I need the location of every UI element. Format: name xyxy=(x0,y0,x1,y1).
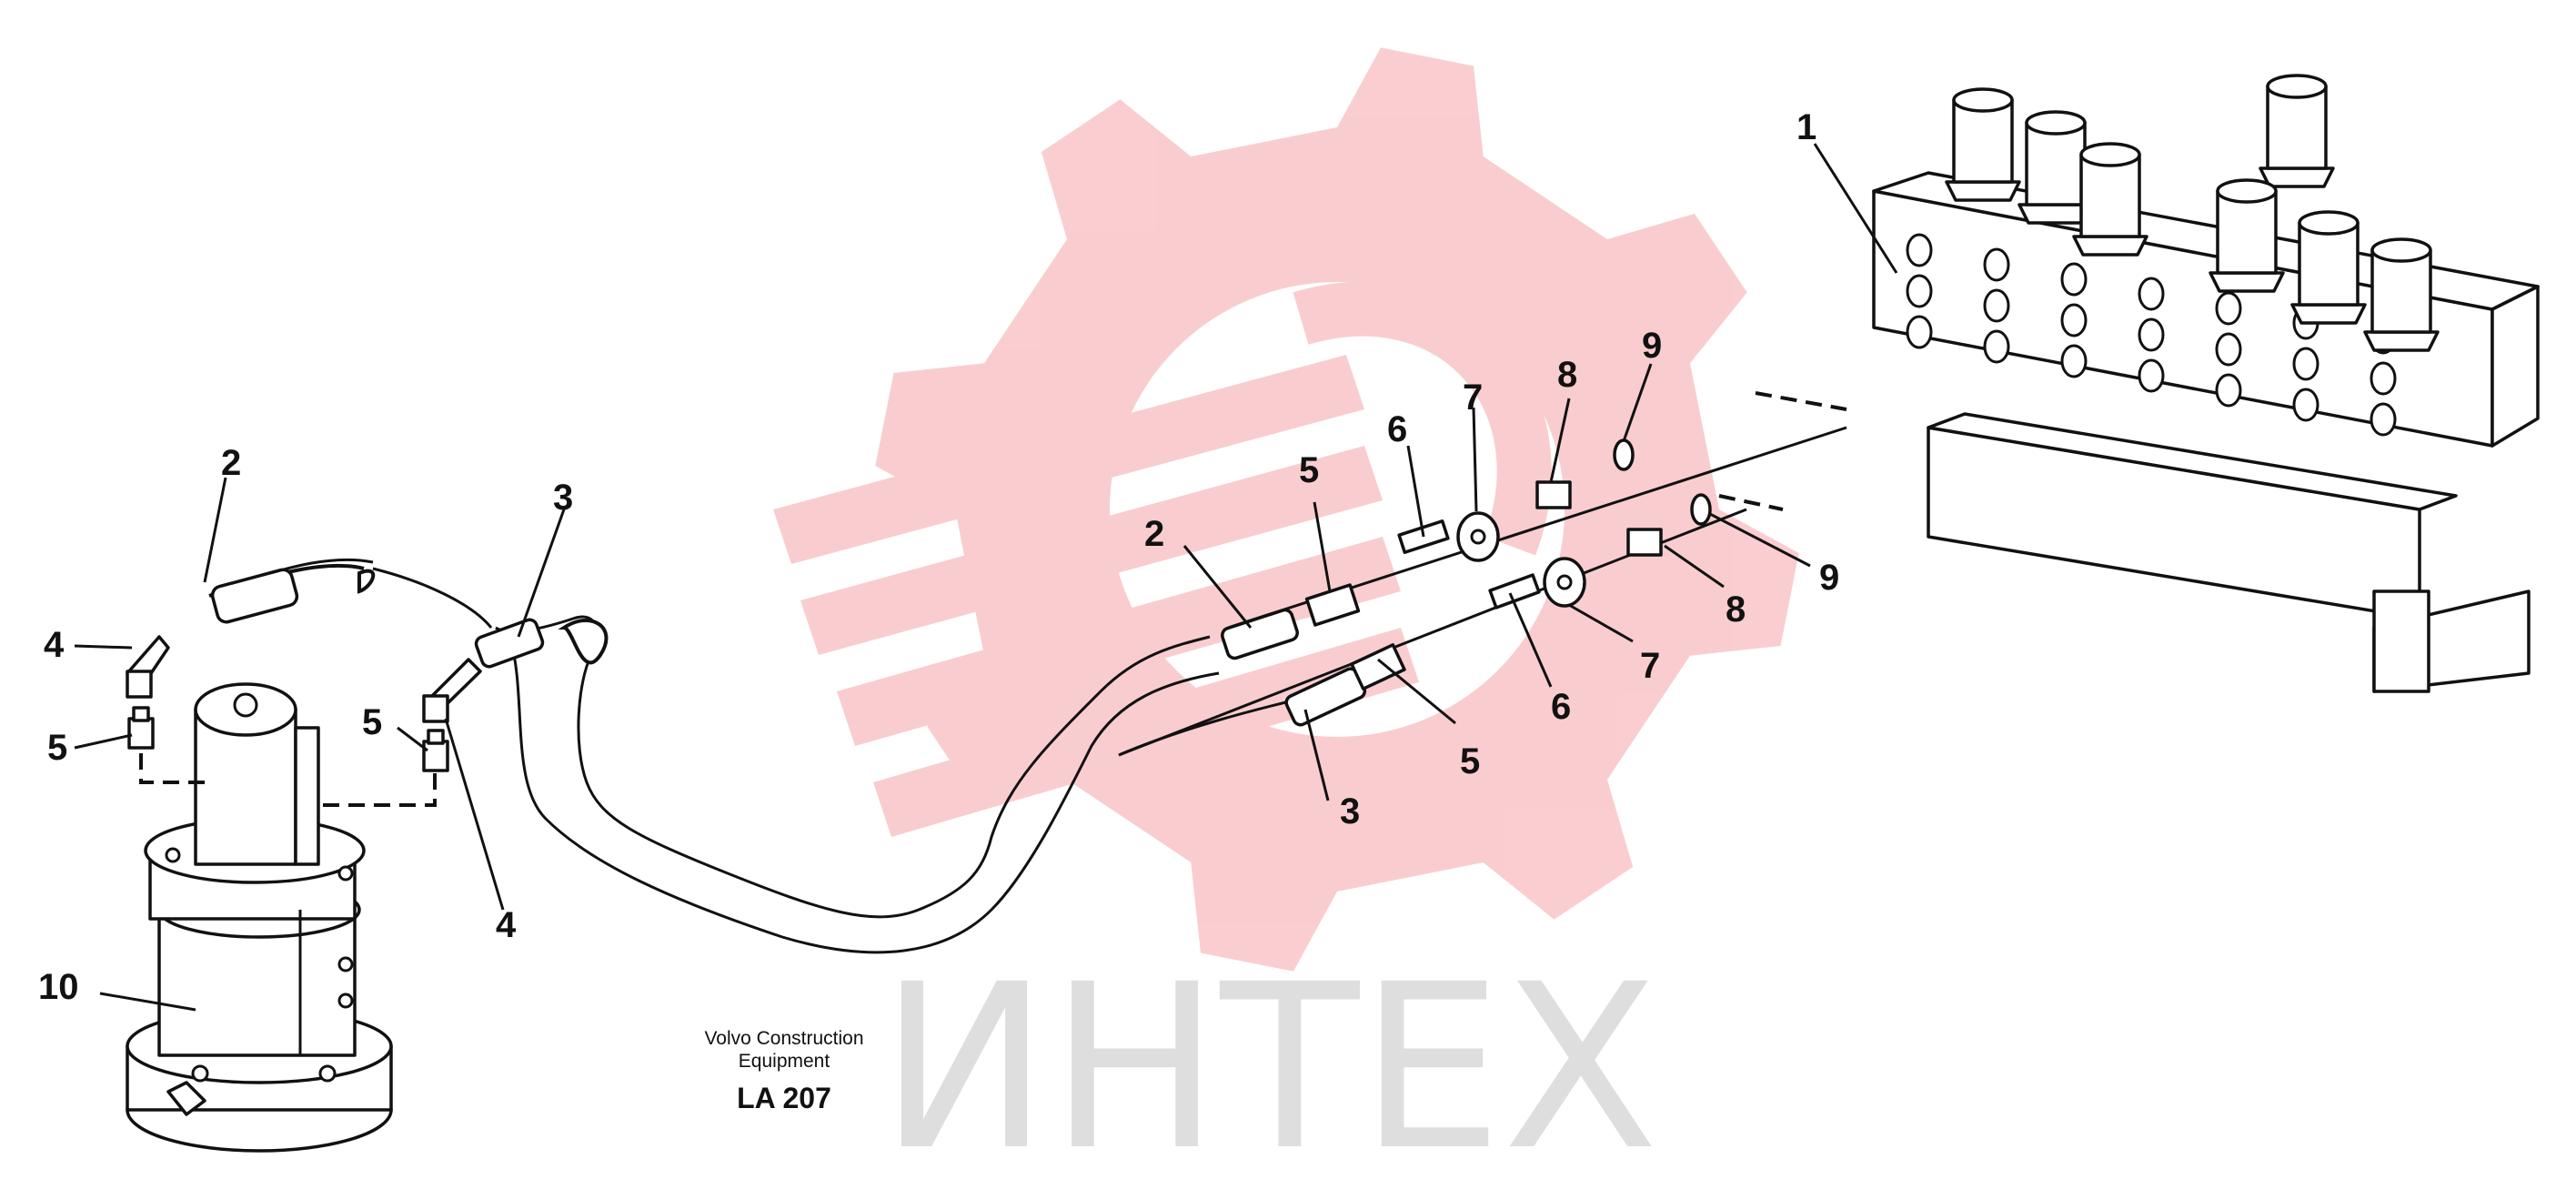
hose-2-left xyxy=(210,568,299,624)
callout-9-bottom: 9 xyxy=(1819,558,1839,598)
valve-port xyxy=(2370,361,2397,396)
valve-port xyxy=(2292,388,2319,422)
valve-port xyxy=(2138,358,2165,393)
callout-4-left-top: 4 xyxy=(44,625,65,665)
part-5-nipple-far-left xyxy=(127,706,155,750)
callout-2-mid: 2 xyxy=(1144,514,1164,554)
part-4-elbow-center xyxy=(422,658,482,723)
valve-solenoid xyxy=(2018,110,2094,225)
valve-solenoid xyxy=(2290,210,2367,325)
callout-6-top: 6 xyxy=(1387,409,1407,449)
valve-solenoid xyxy=(1945,87,2021,202)
valve-solenoid xyxy=(2259,74,2335,188)
callout-7-top: 7 xyxy=(1463,378,1483,418)
valve-port xyxy=(2370,402,2397,437)
watermark-brand: ИНТЕХ xyxy=(880,935,1659,1184)
valve-port xyxy=(2138,317,2165,352)
callout-3-left: 3 xyxy=(553,478,573,518)
callout-1: 1 xyxy=(1796,107,1816,147)
valve-port xyxy=(1906,274,1933,308)
callout-10: 10 xyxy=(38,967,79,1007)
caption-block: Volvo Construction Equipment LA 207 xyxy=(704,1028,863,1114)
caption-code: LA 207 xyxy=(737,1082,831,1114)
part-10-swivel-joint xyxy=(126,682,393,1153)
valve-port xyxy=(1906,233,1933,267)
valve-port xyxy=(1983,329,2010,364)
leader-lines xyxy=(74,143,1898,1012)
valve-solenoid xyxy=(2363,237,2440,352)
callout-9-top: 9 xyxy=(1642,326,1662,366)
valve-port xyxy=(2060,262,2088,297)
valve-port xyxy=(2060,303,2088,338)
caption-line-1: Volvo Construction xyxy=(704,1028,863,1049)
callout-5-mid-top: 5 xyxy=(1299,450,1319,490)
callout-5-mid-bottom: 5 xyxy=(1460,741,1480,781)
valve-port xyxy=(1983,247,2010,282)
valve-port xyxy=(2292,347,2319,381)
valve-solenoid xyxy=(2209,178,2285,293)
fittings-upper-row xyxy=(1221,426,1847,660)
watermark-gear-logo xyxy=(773,47,1799,972)
callout-7-bottom: 7 xyxy=(1640,646,1660,686)
callout-8-bottom: 8 xyxy=(1726,589,1746,630)
caption-line-2: Equipment xyxy=(739,1051,830,1072)
dash-line-valve-a xyxy=(1755,391,1847,411)
callout-6-bottom: 6 xyxy=(1551,687,1571,727)
dash-line-valve-b xyxy=(1718,494,1784,511)
callout-2-left: 2 xyxy=(221,443,241,483)
callout-5-left: 5 xyxy=(362,702,382,742)
dash-line-left-a xyxy=(139,753,214,784)
part-1-control-valve xyxy=(1872,74,2540,693)
part-4-elbow-left xyxy=(126,635,170,699)
callout-5-far-left: 5 xyxy=(47,728,67,768)
valve-port xyxy=(2215,332,2242,367)
callout-8-top: 8 xyxy=(1557,355,1577,395)
dash-line-left-b xyxy=(314,773,437,807)
valve-port xyxy=(1906,315,1933,349)
callout-4-left-bottom: 4 xyxy=(496,905,517,945)
valve-solenoid xyxy=(2072,142,2148,257)
valve-port xyxy=(2215,291,2242,326)
valve-port xyxy=(2138,277,2165,311)
part-3-hose-end-left xyxy=(474,618,545,669)
valve-port xyxy=(1983,288,2010,323)
valve-port xyxy=(2060,344,2088,378)
callout-3-mid: 3 xyxy=(1340,791,1360,831)
valve-port xyxy=(2215,373,2242,408)
part-5-nipple-left xyxy=(422,729,449,772)
fittings-lower-row xyxy=(1118,493,1747,757)
